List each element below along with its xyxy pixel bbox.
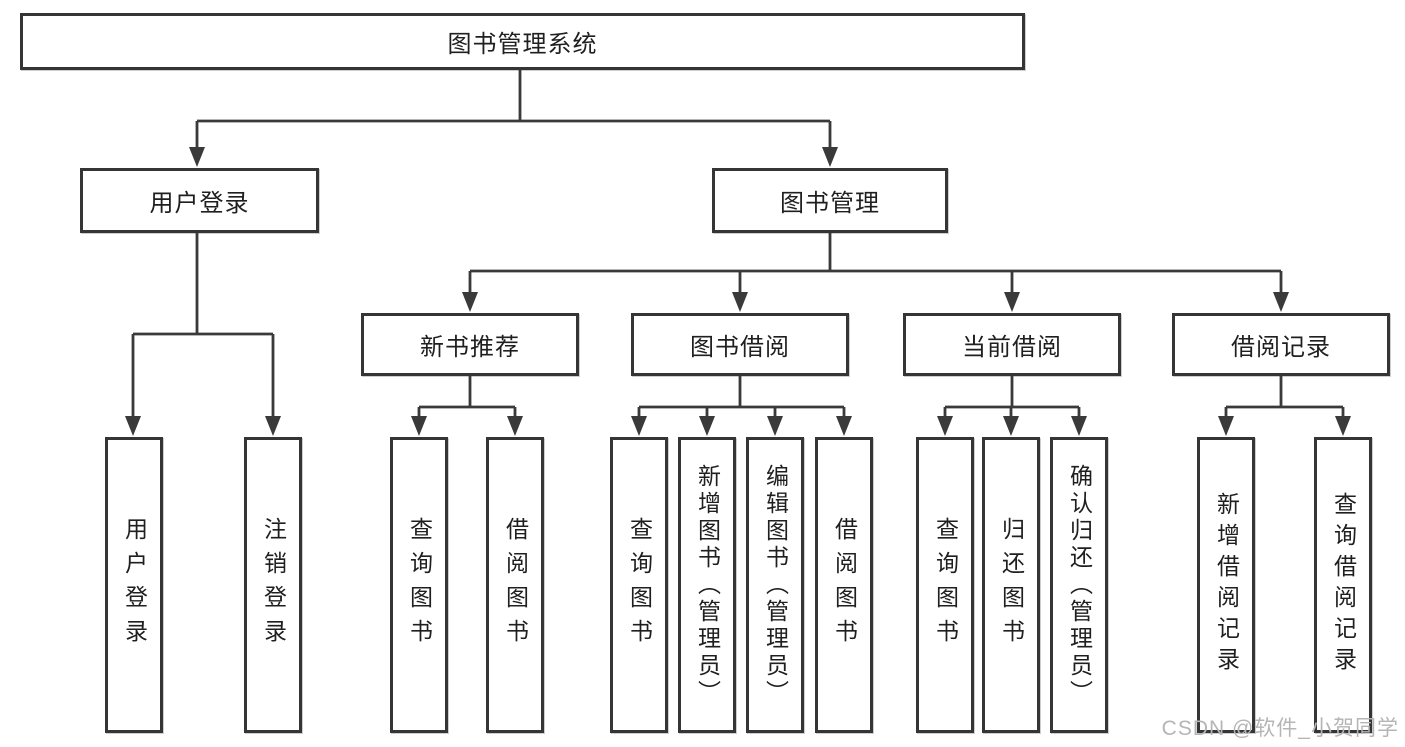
- leaf-query-books-3: 查询图书: [916, 437, 974, 733]
- leaf-return-book: 归还图书: [982, 437, 1040, 733]
- leaf-query-books: 查询图书: [390, 437, 448, 733]
- leaf-logout: 注销登录: [244, 437, 302, 733]
- leaf-confirm-return-admin: 确认归还（管理员）: [1050, 437, 1108, 733]
- node-new-book-recommendation: 新书推荐: [361, 313, 579, 376]
- node-book-management: 图书管理: [712, 168, 948, 233]
- leaf-borrow-books: 借阅图书: [486, 437, 544, 733]
- watermark: CSDN @软件_小贺同学: [1161, 717, 1399, 740]
- leaf-query-books-2: 查询图书: [610, 437, 668, 733]
- leaf-edit-book-admin: 编辑图书（管理员）: [746, 437, 804, 733]
- leaf-add-borrow-record: 新增借阅记录: [1197, 437, 1255, 733]
- node-current-borrowing: 当前借阅: [903, 313, 1121, 376]
- leaf-add-book-admin: 新增图书（管理员）: [678, 437, 736, 733]
- node-borrowing-records: 借阅记录: [1172, 313, 1390, 376]
- leaf-query-borrow-record: 查询借阅记录: [1314, 437, 1372, 733]
- leaf-borrow-books-2: 借阅图书: [815, 437, 873, 733]
- node-book-borrowing: 图书借阅: [631, 313, 849, 376]
- leaf-user-login: 用户登录: [105, 437, 163, 733]
- node-library-management-system: 图书管理系统: [20, 13, 1025, 70]
- node-user-login: 用户登录: [80, 168, 319, 233]
